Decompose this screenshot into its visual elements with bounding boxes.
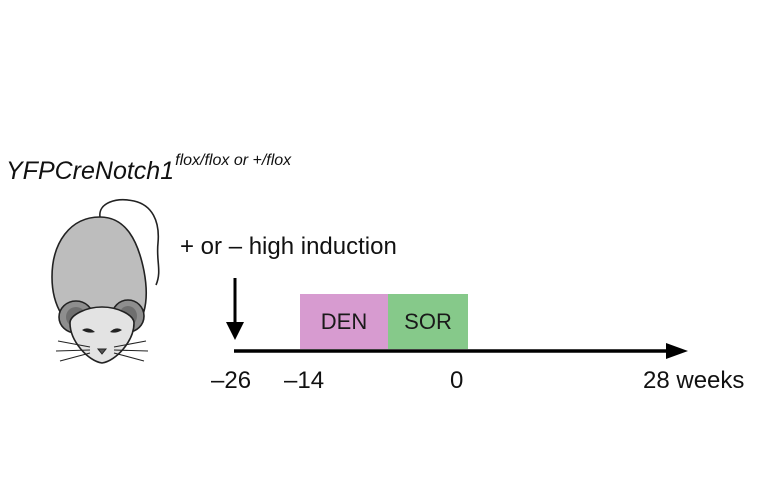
tick-label-minus-14: –14 <box>284 367 325 394</box>
tick-label-28-weeks: 28 weeks <box>643 367 745 394</box>
timeline-arrow <box>234 343 688 359</box>
induction-label: + or – high induction <box>180 233 397 260</box>
genotype-name: YFPCreNotch1 <box>6 157 175 185</box>
mouse-icon <box>51 199 160 364</box>
tick-label-minus-26: –26 <box>211 367 252 394</box>
den-block: DEN <box>300 294 388 349</box>
sor-label: SOR <box>404 308 452 334</box>
genotype-label: YFPCreNotch1flox/flox or +/flox <box>6 152 291 190</box>
down-arrow-icon <box>226 278 244 340</box>
genotype-superscript: flox/flox or +/flox <box>175 152 292 169</box>
tick-label-0: 0 <box>450 367 464 394</box>
sor-block: SOR <box>388 294 468 349</box>
den-label: DEN <box>320 308 368 334</box>
